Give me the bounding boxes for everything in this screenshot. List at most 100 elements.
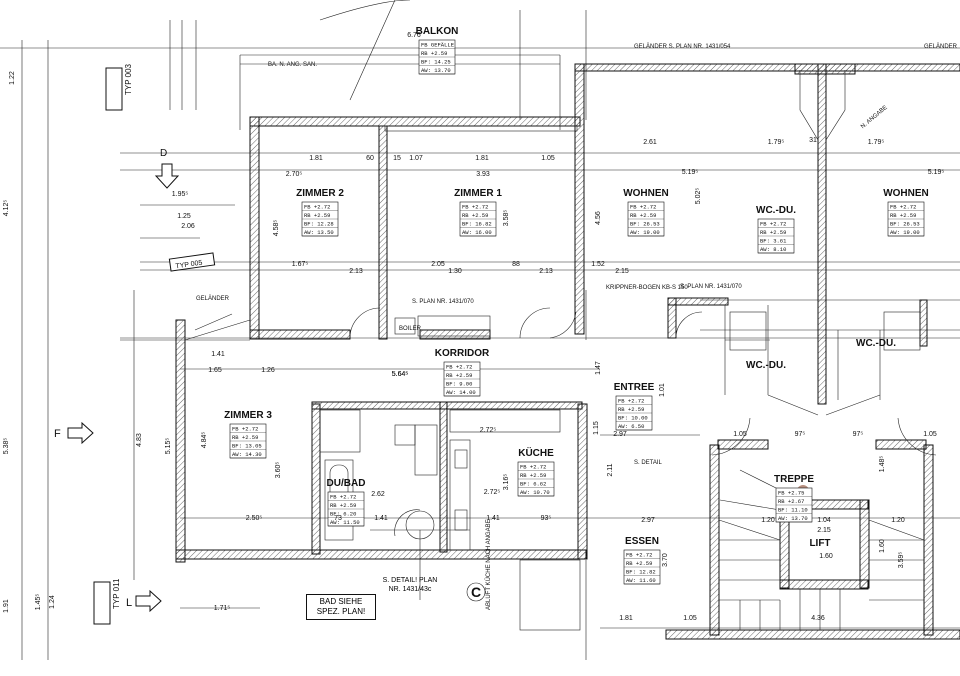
dimension-label: 1.81 — [619, 615, 633, 622]
wc-du-label-b: WC.-DU. — [856, 338, 896, 349]
room-info-line: RB +2.59 — [446, 372, 472, 379]
room-info-line: RB +2.59 — [626, 560, 652, 567]
dimension-label: 2.97 — [641, 517, 655, 524]
room-name: DU/BAD — [327, 478, 366, 489]
marker-l: L — [126, 597, 132, 609]
vertical-dimension-label: 4.58⁵ — [273, 220, 280, 237]
dimension-label: 1.25 — [177, 213, 191, 220]
vertical-dimension-label: 2.11 — [607, 463, 614, 476]
note-ba: BA. N. ANG. SAN. — [268, 62, 317, 68]
note-gelander-1: GELÄNDER S. PLAN NR. 1431/054 — [634, 43, 731, 50]
vertical-dimension-label: 3.60⁵ — [275, 462, 282, 479]
dimension-label: 1.79⁵ — [768, 139, 785, 146]
dimension-label: 5.64⁵ — [392, 371, 409, 378]
room-name: ZIMMER 2 — [296, 188, 344, 199]
room-info-line: RB +2.59 — [462, 212, 488, 219]
room-info-line: AW: 6.50 — [618, 423, 644, 430]
room-name: ESSEN — [625, 536, 659, 547]
dimension-label: 1.81 — [309, 155, 323, 162]
vertical-dimension-label: 3.16⁵ — [503, 474, 510, 491]
room-name: WOHNEN — [883, 188, 929, 199]
vertical-dimension-label: 1.47 — [595, 361, 602, 375]
dimension-label: 60 — [366, 155, 374, 162]
room-name: KÜCHE — [518, 446, 554, 459]
room-name: BALKON — [416, 26, 459, 37]
room-info-line: FB +2.72 — [232, 426, 258, 433]
note-splan-2: S. PLAN NR. 1431/070 — [680, 284, 742, 290]
typ-005-label: TYP 005 — [175, 260, 203, 271]
vertical-dimension-label: 4.84⁵ — [201, 432, 208, 449]
dimension-label: 1.04 — [817, 517, 831, 524]
room-info-line: BF: 13.05 — [232, 443, 262, 450]
room-info-line: RB +2.59 — [330, 502, 356, 509]
room-info-line: FB +2.72 — [618, 398, 644, 405]
dimension-label: 1.52 — [591, 261, 605, 268]
dimension-label: 2.15 — [817, 527, 831, 534]
dimension-label: 2.06 — [181, 223, 195, 230]
note-n-angabe: N. ANGABE — [860, 105, 889, 130]
dimension-label: 4.36 — [811, 615, 825, 622]
room-info-line: BF: 10.00 — [618, 415, 648, 422]
room-info-line: AW: 16.00 — [462, 229, 492, 236]
vertical-dimension-label: 3.70 — [662, 553, 669, 567]
interior-lines — [184, 70, 937, 660]
room-info-line: BF: 9.00 — [446, 381, 472, 388]
room-info-line: FB +2.72 — [626, 552, 652, 559]
room-info-line: BF: 12.28 — [304, 221, 334, 228]
room-info-line: AW: 13.50 — [304, 229, 334, 236]
vertical-dimension-label: 1.91 — [3, 599, 10, 613]
marker-f: F — [54, 428, 61, 440]
dimension-label: 1.65 — [208, 367, 222, 374]
typ-boxes — [93, 67, 216, 625]
room-name: WOHNEN — [623, 188, 669, 199]
room-info-line: BF: 6.20 — [330, 511, 356, 518]
dimension-label: 1.79⁵ — [868, 139, 885, 146]
dimension-label: 1.95⁵ — [172, 191, 189, 198]
dimension-label: 97⁵ — [795, 431, 806, 438]
room-name: TREPPE — [774, 474, 814, 485]
dimension-label: 93⁵ — [541, 515, 552, 522]
room-info-line: AW: 11.50 — [330, 519, 360, 526]
wc-du-label-a: WC.-DU. — [746, 360, 786, 371]
room-info-line: RB +2.59 — [520, 472, 546, 479]
dimension-label: 2.13 — [349, 268, 363, 275]
room-info-line: RB +2.59 — [421, 50, 447, 57]
exterior-walls — [175, 63, 960, 640]
dimension-label: 2.72⁵ — [484, 489, 501, 496]
room-info-line: AW: 13.70 — [421, 67, 451, 74]
room-info-line: RB +2.59 — [304, 212, 330, 219]
room-info-line: AW: 14.00 — [446, 389, 476, 396]
note-abluft: ABLUFT KÜCHE NACH ANGABE — [485, 519, 492, 610]
room-info-line: AW: 14.30 — [232, 451, 262, 458]
vertical-dimension-label: 5.15⁵ — [165, 438, 172, 455]
typ-003-label: TYP 003 — [124, 63, 133, 95]
room-info-line: BF: 11.10 — [778, 507, 808, 514]
dimension-label: 1.05 — [683, 615, 697, 622]
room-info-line: BF: 16.82 — [462, 221, 492, 228]
dimension-label: 3.93 — [476, 171, 490, 178]
vertical-dimension-label: 1.24 — [49, 595, 56, 609]
dimension-label: 1.05 — [733, 431, 747, 438]
room-info-line: FB +2.72 — [330, 494, 356, 501]
vertical-dimension-label: 5.38⁵ — [3, 438, 10, 455]
note-s-detail-2: S. DETAIL — [634, 460, 663, 466]
note-krippner: KRIPPNER-BOGEN KB-S 150 — [606, 285, 688, 291]
room-info-line: RB +2.67 — [778, 498, 804, 505]
room-info-line: FB +2.72 — [520, 464, 546, 471]
note-gelander-3: GELÄNDER — [196, 295, 230, 302]
vertical-dimension-label: 1.48⁵ — [879, 456, 886, 473]
vertical-dimension-label: 4.83 — [136, 433, 143, 447]
dimension-label: 5.64⁵ — [392, 371, 409, 378]
room-lift: LIFT — [809, 538, 830, 549]
room-info-line: FB +2.72 — [446, 364, 472, 371]
room-info-line: FB +2.72 — [304, 204, 330, 211]
dimension-label: 97⁵ — [853, 431, 864, 438]
dimension-label: 2.61 — [643, 139, 657, 146]
dimension-label: 15 — [393, 155, 401, 162]
room-info-line: FB +2.75 — [778, 490, 804, 497]
